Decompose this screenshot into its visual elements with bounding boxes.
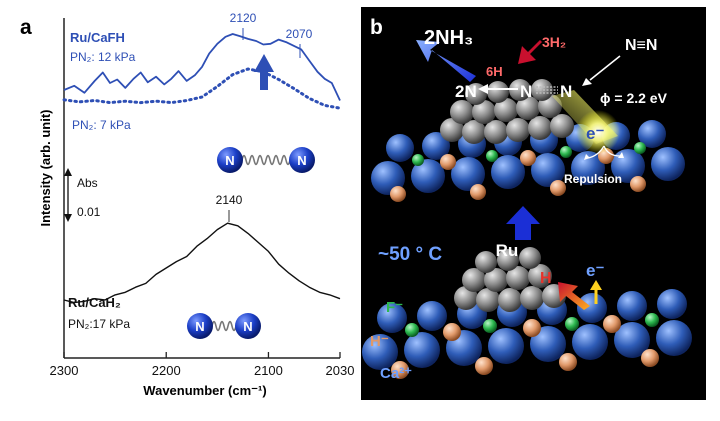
n-atom-label-1: N — [225, 153, 234, 168]
n-atom-label-2: N — [297, 153, 306, 168]
nh3-product-label: 2NH₃ — [424, 27, 473, 49]
upper-lattice — [371, 120, 685, 202]
repulsion-label: Repulsion — [564, 172, 622, 186]
series-layer — [62, 33, 342, 304]
peak-label-2070: 2070 — [286, 27, 313, 41]
work-function-label: ϕ = 2.2 eV — [600, 90, 668, 106]
n-atom-b-2: N — [560, 82, 572, 101]
peak-label-2120: 2120 — [230, 11, 257, 25]
upper-ru-cluster — [440, 79, 574, 144]
series-label-ru-cah2: Ru/CaH₂ — [68, 295, 121, 310]
lower-lattice — [362, 289, 692, 379]
heating-arrow — [506, 206, 540, 240]
abs-scale-value: 0.01 — [77, 205, 101, 219]
panel-b-label: b — [370, 16, 383, 39]
series-label-ru-cafh: Ru/CaFH — [70, 30, 125, 45]
y-axis-label: Intensity (arb. unit) — [38, 110, 53, 227]
abs-scale-label: Abs — [77, 176, 98, 190]
x-tick-label-0: 2300 — [50, 363, 79, 378]
hydrogen-label: 3H₂ — [542, 34, 566, 50]
chart-a: 2300 2200 2100 2030 Wavenumber (cm⁻¹) Inten… — [38, 11, 354, 398]
electron-glow — [576, 110, 620, 154]
x-ticks: 2300 2200 2100 2030 — [50, 352, 355, 378]
n2-molecule-strong-bond: N N — [187, 313, 261, 339]
panel-b: b — [361, 7, 706, 400]
electron-lower: e⁻ — [586, 261, 604, 280]
ru-label: Ru — [496, 241, 519, 260]
x-tick-label-2: 2100 — [254, 363, 283, 378]
series-line-0 — [63, 33, 341, 101]
temperature-label: ~50 ° C — [378, 244, 442, 265]
x-axis-label: Wavenumber (cm⁻¹) — [143, 383, 266, 398]
abs-scale-bar — [64, 168, 72, 222]
h-atom-label: H — [540, 270, 552, 287]
series-pressure-7kpa: PN₂: 7 kPa — [72, 118, 131, 132]
panel-a-label: a — [20, 16, 32, 39]
six-h-label: 6H — [486, 64, 503, 79]
two-n-label: 2N — [455, 82, 477, 101]
n-atom-b-1: N — [520, 82, 532, 101]
n-n-bond-dashes — [536, 86, 558, 94]
calcium-label: Ca²⁺ — [380, 365, 412, 382]
n-atom-label-3: N — [195, 319, 204, 334]
hydrogen-arrow — [518, 40, 542, 64]
n2-molecule-weak-bond: N N — [217, 147, 315, 173]
hydride-label: H⁻ — [370, 333, 389, 350]
n-atom-label-4: N — [243, 319, 252, 334]
series-pressure-12kpa: PN₂: 12 kPa — [70, 50, 136, 64]
electron-upper: e⁻ — [586, 124, 604, 143]
x-tick-label-1: 2200 — [152, 363, 181, 378]
n2-adsorption-arrow — [589, 55, 621, 81]
repulsion-arrow — [587, 145, 621, 159]
peak-label-2140: 2140 — [216, 193, 243, 207]
nh3-product-arrow — [416, 40, 476, 82]
series-pressure-17kpa: PN₂:17 kPa — [68, 317, 130, 331]
increase-arrow — [254, 54, 274, 90]
x-tick-label-3: 2030 — [326, 363, 355, 378]
h-migration-arrow — [558, 282, 590, 310]
fluoride-label: F⁻ — [386, 299, 403, 316]
n2-molecule-label: N≡N — [625, 37, 657, 54]
series-line-1 — [62, 67, 342, 110]
series-line-2 — [63, 222, 341, 304]
